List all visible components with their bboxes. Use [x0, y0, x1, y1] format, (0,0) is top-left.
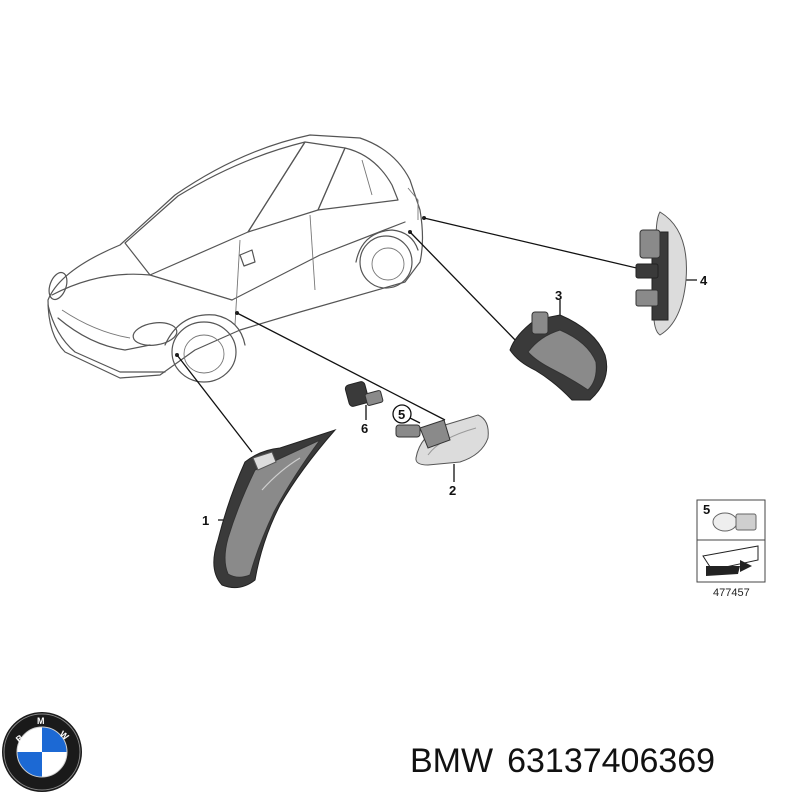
- svg-text:B: B: [14, 732, 26, 744]
- leader-lines: [176, 217, 697, 521]
- caption-brand: BMW: [410, 742, 494, 780]
- bulb-icon: [712, 512, 757, 532]
- bmw-logo: B M W: [2, 712, 82, 792]
- part-1-side-marker: [213, 428, 337, 589]
- callout-4: 4: [700, 273, 708, 288]
- part-caption: BMW 63137406369: [410, 742, 795, 781]
- car-outline: [47, 134, 426, 383]
- diagram-id: 477457: [713, 587, 750, 599]
- callout-6: 6: [361, 421, 368, 436]
- part-6-socket: [344, 381, 384, 407]
- svg-text:M: M: [37, 716, 45, 726]
- part-2-turn-indicator: [395, 414, 489, 466]
- part-5-bulb-marker: [392, 404, 412, 424]
- legend-bulb-number: 5: [703, 502, 710, 517]
- wedge-arrow-icon: [702, 545, 759, 576]
- part-3-rear-marker: [509, 311, 608, 401]
- callout-3: 3: [555, 288, 562, 303]
- callout-2: 2: [449, 483, 456, 498]
- caption-part-number: 63137406369: [507, 742, 716, 780]
- callout-5: 5: [398, 407, 405, 422]
- callout-1: 1: [202, 513, 209, 528]
- legend-box: 5 477457: [696, 499, 766, 599]
- part-4-rear-light: [635, 211, 687, 336]
